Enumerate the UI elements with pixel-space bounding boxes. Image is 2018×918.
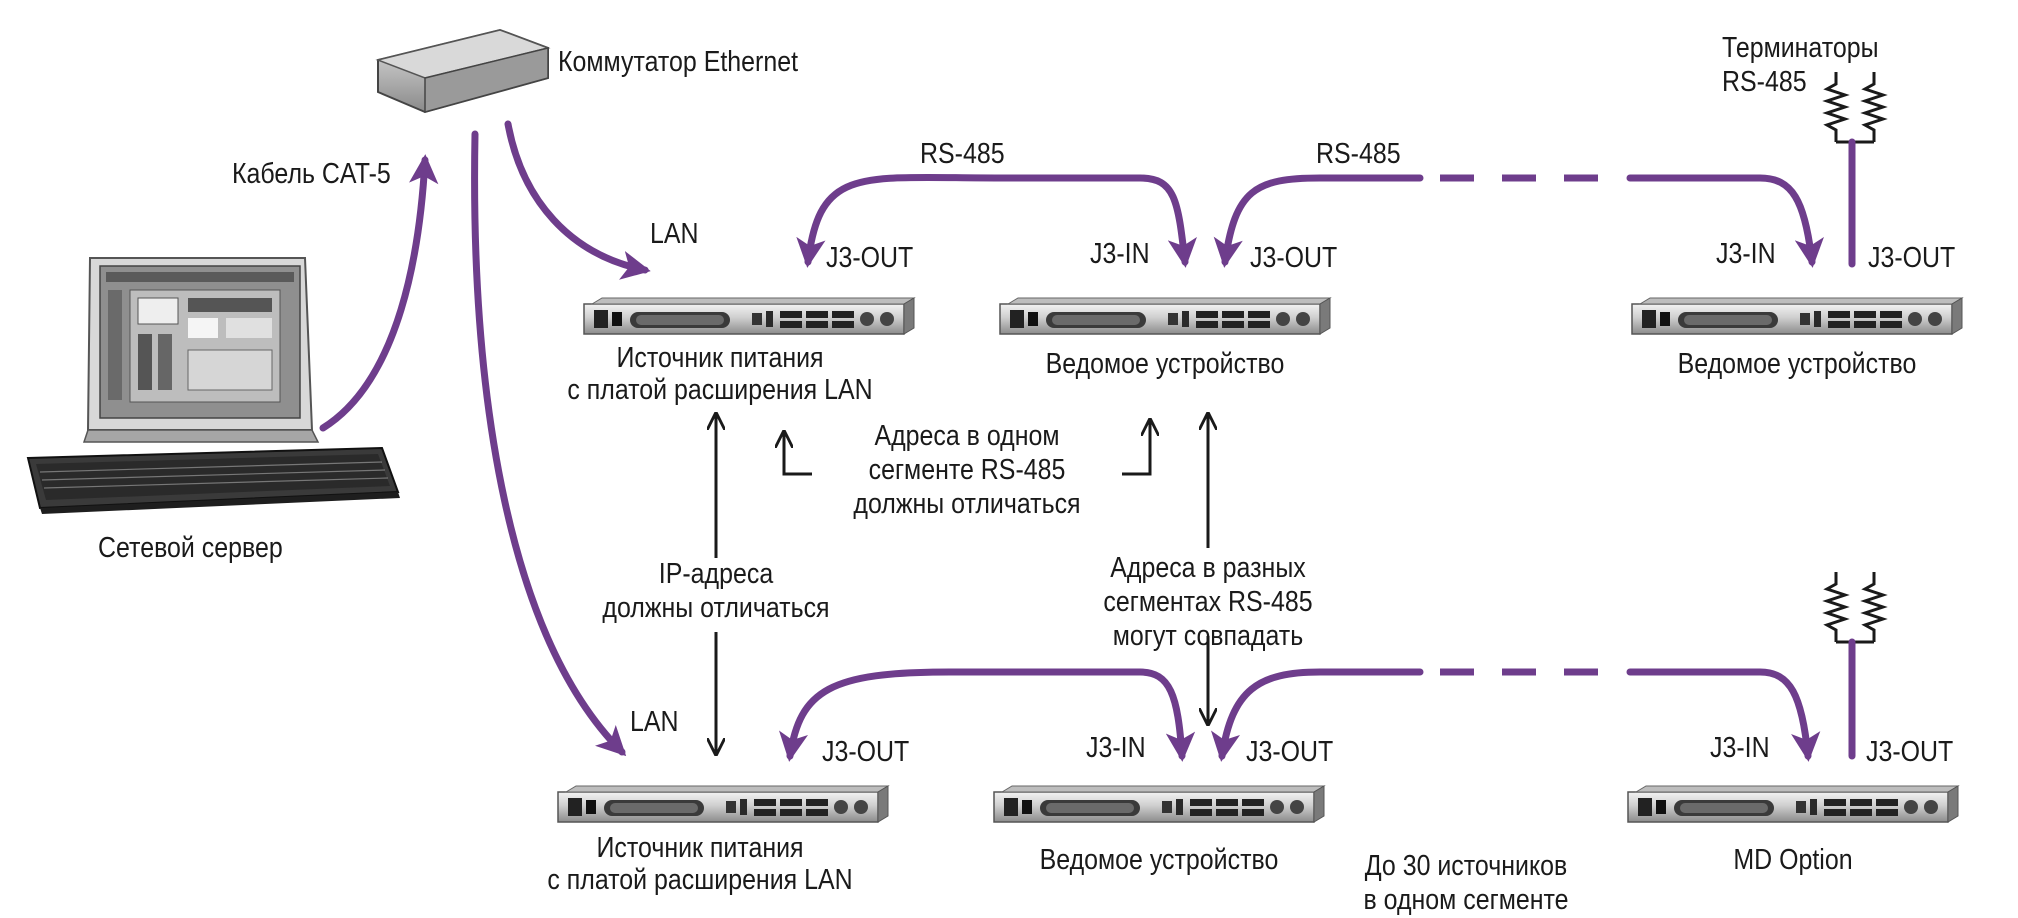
j3-out-label: J3-OUT bbox=[1250, 242, 1338, 274]
rs485-link-top-3 bbox=[1626, 174, 1824, 268]
power-supply-rack-icon bbox=[583, 297, 915, 335]
addr-same-label: Адреса в одном bbox=[874, 420, 1060, 452]
rs485-link-top-1 bbox=[796, 173, 1197, 268]
slave-top-mid-label: Ведомое устройство bbox=[1045, 348, 1285, 380]
lan-link-top bbox=[504, 120, 651, 280]
rs485-link-bottom-2 bbox=[1210, 668, 1424, 762]
rs485-link-top-2 bbox=[1213, 174, 1424, 268]
power-supply-rack-icon bbox=[1627, 785, 1959, 823]
switch-label: Коммутатор Ethernet bbox=[558, 46, 799, 78]
keyboard-icon bbox=[26, 446, 400, 514]
rs485-label-b: RS-485 bbox=[1316, 138, 1401, 170]
power-supply-rack-icon bbox=[1631, 297, 1963, 335]
psu-bottom-label: Источник питания bbox=[596, 832, 804, 864]
terminators-label-2: RS-485 bbox=[1722, 66, 1807, 98]
j3-in-label: J3-IN bbox=[1090, 238, 1150, 270]
addr-diff-label: Адреса в разных bbox=[1110, 552, 1306, 584]
cat5-cable-link bbox=[319, 154, 439, 432]
psu-top-label-2: с платой расширения LAN bbox=[567, 374, 873, 406]
j3-out-label: J3-OUT bbox=[1246, 736, 1334, 768]
lan-label-bottom: LAN bbox=[630, 706, 679, 738]
server-label: Сетевой сервер bbox=[98, 532, 283, 564]
ip-label-2: должны отличаться bbox=[602, 592, 830, 624]
addr-diff-label-3: могут совпадать bbox=[1112, 620, 1304, 652]
slave-bottom-mid-label: Ведомое устройство bbox=[1039, 844, 1279, 876]
j3-out-label: J3-OUT bbox=[826, 242, 914, 274]
cable-label: Кабель CAT-5 bbox=[232, 158, 391, 190]
j3-in-label: J3-IN bbox=[1710, 732, 1770, 764]
lan-link-bottom bbox=[471, 130, 627, 757]
addr-same-label-2: сегменте RS-485 bbox=[868, 454, 1066, 486]
j3-in-label: J3-IN bbox=[1086, 732, 1146, 764]
resistor-terminator-icon bbox=[1825, 70, 1885, 144]
slave-top-right-label: Ведомое устройство bbox=[1677, 348, 1917, 380]
psu-bottom-label-2: с платой расширения LAN bbox=[547, 864, 853, 896]
lan-label-top: LAN bbox=[650, 218, 699, 250]
upto30-label: До 30 источников bbox=[1364, 850, 1568, 882]
rs485-link-bottom-3 bbox=[1626, 668, 1821, 762]
power-supply-rack-icon bbox=[993, 785, 1325, 823]
rs485-label-a: RS-485 bbox=[920, 138, 1005, 170]
md-option-label: MD Option bbox=[1733, 844, 1853, 876]
j3-out-label: J3-OUT bbox=[1866, 736, 1954, 768]
j3-out-label: J3-OUT bbox=[822, 736, 910, 768]
j3-out-label: J3-OUT bbox=[1868, 242, 1956, 274]
same-arrow-left bbox=[784, 432, 812, 476]
power-supply-rack-icon bbox=[999, 297, 1331, 335]
ethernet-switch-icon bbox=[375, 28, 551, 114]
resistor-terminator-icon bbox=[1825, 570, 1885, 644]
addr-same-label-3: должны отличаться bbox=[853, 488, 1081, 520]
j3-in-label: J3-IN bbox=[1716, 238, 1776, 270]
same-arrow-right bbox=[1122, 420, 1150, 476]
terminators-label: Терминаторы bbox=[1722, 32, 1879, 64]
addr-diff-label-2: сегментах RS-485 bbox=[1103, 586, 1313, 618]
upto30-label-2: в одном сегменте bbox=[1363, 884, 1569, 916]
ip-label: IP-адреса bbox=[658, 558, 774, 590]
rs485-link-bottom-1 bbox=[778, 668, 1196, 762]
power-supply-rack-icon bbox=[557, 785, 889, 823]
psu-top-label: Источник питания bbox=[616, 342, 824, 374]
computer-monitor-icon bbox=[82, 257, 320, 443]
